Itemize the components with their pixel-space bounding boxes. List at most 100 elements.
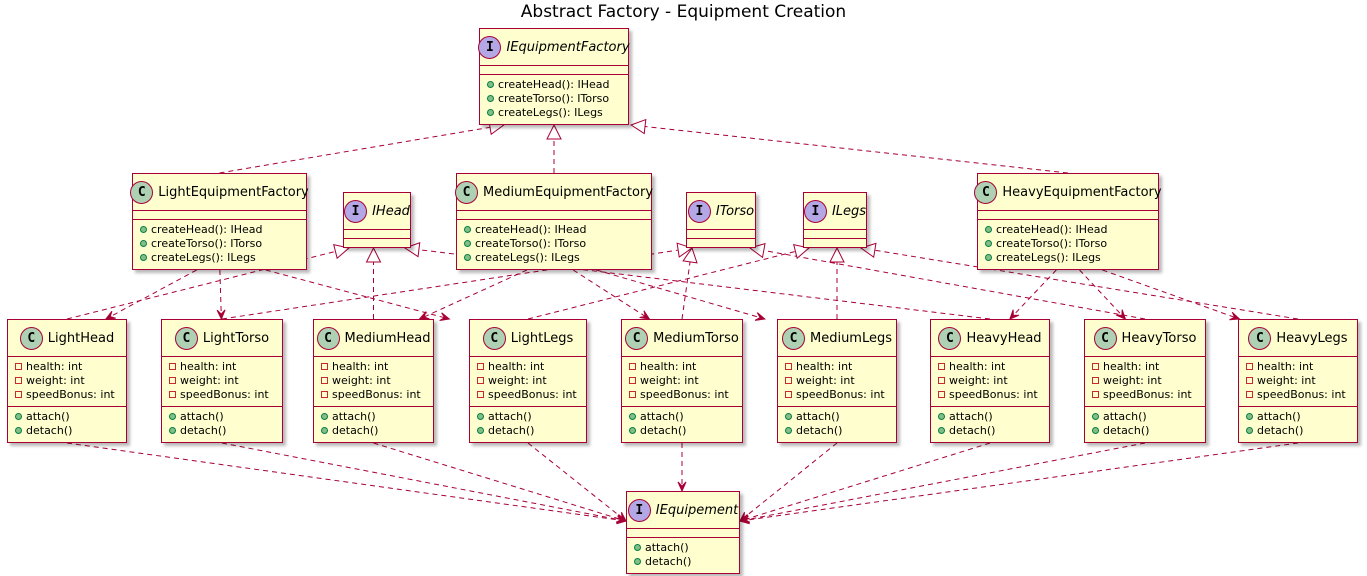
public-marker-icon — [634, 542, 641, 555]
method: attach() — [785, 410, 892, 424]
attribute: speedBonus: int — [1092, 388, 1201, 402]
dependency-edge — [219, 269, 222, 320]
method: attach() — [629, 410, 738, 424]
methods-section: attach()detach() — [622, 406, 742, 442]
class-stereotype-icon: C — [454, 180, 478, 204]
dependency-edge — [1079, 269, 1126, 320]
realization-edge — [749, 247, 1146, 320]
method-text: createLegs(): ILegs — [151, 251, 256, 264]
method-text: createTorso(): ITorso — [498, 92, 610, 105]
method-text: attach() — [640, 410, 684, 423]
dependency-edge — [265, 269, 450, 320]
method: detach() — [15, 424, 122, 438]
node-name: MediumTorso — [653, 330, 739, 346]
attribute: speedBonus: int — [785, 388, 892, 402]
method: attach() — [938, 410, 1045, 424]
public-marker-icon — [938, 425, 945, 438]
public-marker-icon — [985, 238, 992, 251]
method: detach() — [1246, 424, 1353, 438]
public-marker-icon — [629, 425, 636, 438]
public-marker-icon — [169, 411, 176, 424]
methods-section — [804, 238, 866, 247]
method: createLegs(): ILegs — [464, 251, 647, 265]
attributes-section — [344, 229, 410, 238]
attribute: health: int — [629, 360, 738, 374]
method-text: detach() — [796, 424, 843, 437]
method-text: detach() — [332, 424, 379, 437]
private-marker-icon — [477, 389, 484, 402]
hollow-triangle-arrowhead-icon — [365, 246, 382, 263]
node-name: IHead — [372, 203, 410, 219]
method: createTorso(): ITorso — [140, 237, 302, 251]
dependency-edge — [527, 442, 627, 522]
dependency-edge — [596, 269, 765, 320]
class-stereotype-icon: C — [174, 326, 198, 350]
method: createHead(): IHead — [985, 223, 1154, 237]
open-arrowhead-icon — [104, 310, 116, 320]
hollow-triangle-arrowhead-icon — [829, 246, 845, 263]
attribute-text: weight: int — [1257, 374, 1316, 387]
private-marker-icon — [169, 361, 176, 374]
attribute: speedBonus: int — [1246, 388, 1353, 402]
attribute-text: speedBonus: int — [796, 388, 885, 401]
private-marker-icon — [477, 375, 484, 388]
dependency-edge — [1009, 269, 1057, 320]
attribute-text: weight: int — [796, 374, 855, 387]
class-stereotype-icon: C — [316, 326, 340, 350]
node-name: IEquipmentFactory — [506, 39, 630, 55]
method-text: createTorso(): ITorso — [151, 237, 263, 250]
public-marker-icon — [15, 425, 22, 438]
attribute-text: speedBonus: int — [180, 388, 269, 401]
open-arrowhead-icon — [738, 515, 750, 525]
open-arrowhead-icon — [216, 309, 226, 321]
attribute-text: weight: int — [26, 374, 85, 387]
attribute-text: health: int — [796, 360, 853, 373]
method-text: attach() — [645, 541, 689, 554]
public-marker-icon — [629, 411, 636, 424]
class-stereotype-icon: C — [781, 326, 805, 350]
public-marker-icon — [985, 252, 992, 265]
method: createTorso(): ITorso — [985, 237, 1154, 251]
method: detach() — [785, 424, 892, 438]
method-text: detach() — [1103, 424, 1150, 437]
dependency-edge — [1102, 269, 1240, 320]
attribute-text: health: int — [26, 360, 83, 373]
method-text: createLegs(): ILegs — [475, 251, 580, 264]
node-name: HeavyTorso — [1121, 330, 1197, 346]
public-marker-icon — [477, 425, 484, 438]
private-marker-icon — [169, 389, 176, 402]
method-text: createLegs(): ILegs — [498, 106, 603, 119]
method-text: detach() — [640, 424, 687, 437]
methods-section: attach()detach() — [931, 406, 1049, 442]
public-marker-icon — [487, 93, 494, 106]
open-arrowhead-icon — [639, 310, 651, 320]
method: createLegs(): ILegs — [140, 251, 302, 265]
